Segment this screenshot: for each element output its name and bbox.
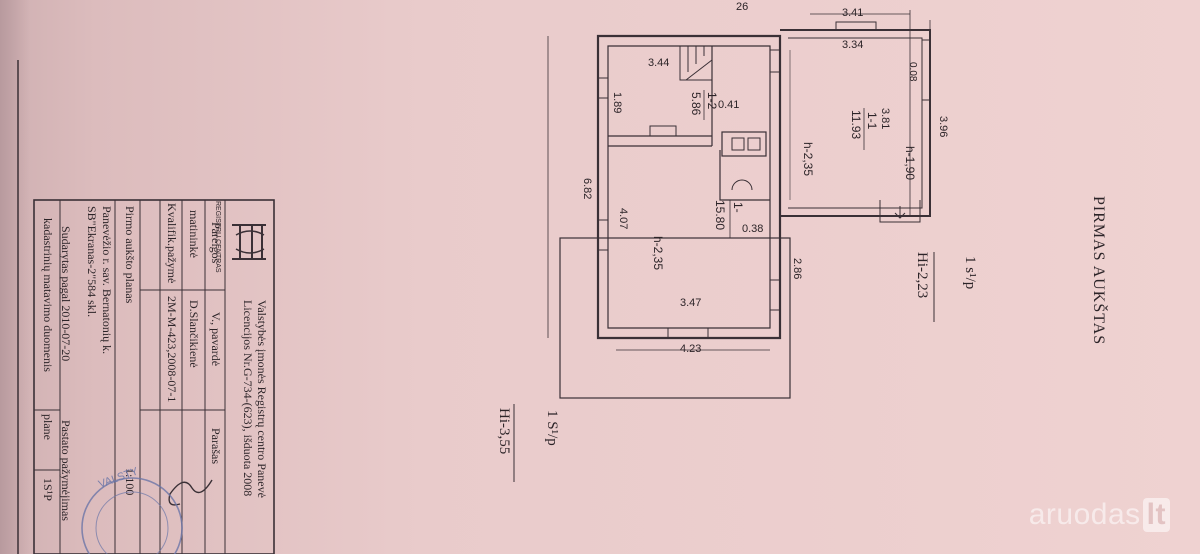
dim-0-38: 0.38 [742, 223, 763, 235]
row-label-kvalifik: Kvalifik.pažymė [165, 203, 179, 283]
dimension-labels: 3.41 3.34 0.08 3.81 3.96 3.44 1.89 0.41 … [581, 1, 949, 355]
watermark-name: aruodas [1028, 498, 1141, 531]
org-short-name: REGISTRŲ CENTRAS [214, 201, 221, 273]
height-labels: h-1,90 h-2,35 h-2,35 [651, 142, 917, 270]
room-1-area: 15.80 [713, 200, 727, 230]
dim-0-08: 0.08 [907, 62, 918, 82]
signature-mark [168, 479, 213, 506]
floor-plan [547, 10, 931, 399]
plane-value: 1S¹P [41, 478, 55, 501]
room-labels: 1-1 11.93 1-2 5.86 1- 15.80 [689, 90, 879, 238]
dim-26: 26 [736, 1, 748, 13]
paper-edge-shadow [0, 0, 30, 554]
date-line-1: Sudarytas pagal 2010-07-20 [59, 226, 73, 361]
room-1-1-area: 11.93 [849, 110, 863, 139]
plan-title: Pirmo aukšto planas [123, 206, 137, 304]
dim-0-41: 0.41 [718, 99, 739, 111]
height-veranda: h-1,90 [903, 146, 917, 180]
height-corridor: h-2,35 [801, 142, 815, 176]
floor-heading: PIRMAS AUKŠTAS [1090, 196, 1109, 345]
title-block: REGISTRŲ CENTRAS Valstybės įmonės Regist… [33, 199, 275, 554]
dim-4-07: 4.07 [617, 208, 629, 229]
room-1-2-id: 1-2 [705, 92, 719, 110]
row-name-license: 2M-M-423,2008-07-1 [165, 296, 179, 402]
level-upper-symbol: 1 s¹/p [962, 256, 978, 289]
windows [597, 21, 931, 339]
stairs [679, 46, 713, 81]
outer-wall-main [596, 34, 782, 340]
address-line-1: Panevėžio r. sav. Bernatonių k. [100, 206, 114, 354]
row-label-pareigos: Pareigos [209, 222, 223, 264]
dim-3-44: 3.44 [648, 57, 669, 69]
plane-label: plane [41, 414, 55, 440]
room-1-2-area: 5.86 [689, 92, 703, 116]
room-1-1-id: 1-1 [865, 112, 879, 130]
round-stamp: VALSTY [81, 465, 183, 554]
room-1-id: 1- [731, 202, 745, 213]
fixtures [719, 131, 770, 201]
level-lower-hi: Hi-3,55 [496, 408, 512, 454]
dim-6-82: 6.82 [581, 178, 593, 199]
dim-3-41: 3.41 [842, 7, 863, 19]
level-upper-hi: Hi-2,23 [914, 252, 930, 298]
date-line-2: kadastrinių matavimo duomenis [41, 218, 55, 372]
row-label-matininke: matininkė [187, 210, 201, 258]
dim-3-81: 3.81 [879, 108, 891, 129]
marks-label: Pastato pažymėjimas [59, 420, 73, 521]
level-lower-symbol: 1 S¹/p [544, 410, 560, 446]
outline-lower [559, 237, 791, 399]
dim-2-86: 2.86 [791, 258, 803, 279]
dim-3-34: 3.34 [842, 39, 863, 51]
dim-3-96: 3.96 [937, 116, 949, 137]
registru-centras-logo [232, 224, 266, 260]
org-line-1: Valstybės įmonės Registrų centro Panevė [255, 300, 269, 498]
row-name-surveyor: D.Slančikienė [187, 300, 201, 368]
inner-wall-horizontal [608, 135, 713, 147]
row-name-header: V., pavardė [209, 312, 223, 366]
dim-4-23: 4.23 [680, 343, 701, 355]
level-mark-lower: 1 S¹/p Hi-3,55 [496, 404, 560, 482]
dimension-lines [547, 10, 931, 351]
height-room: h-2,35 [651, 236, 665, 270]
watermark-tld: lt [1142, 498, 1170, 532]
address-line-2: SB"Ekranas-2"584 skl. [85, 206, 99, 317]
scale-value: 1:100 [123, 468, 137, 495]
dim-3-47: 3.47 [680, 297, 701, 309]
level-mark-upper: 1 s¹/p Hi-2,23 [914, 252, 978, 322]
row-sign-header: Parašas [209, 428, 223, 464]
dim-1-89: 1.89 [611, 92, 623, 113]
org-line-2: Licencijos Nr.G-734-(623), išduota 2008 [241, 300, 255, 496]
